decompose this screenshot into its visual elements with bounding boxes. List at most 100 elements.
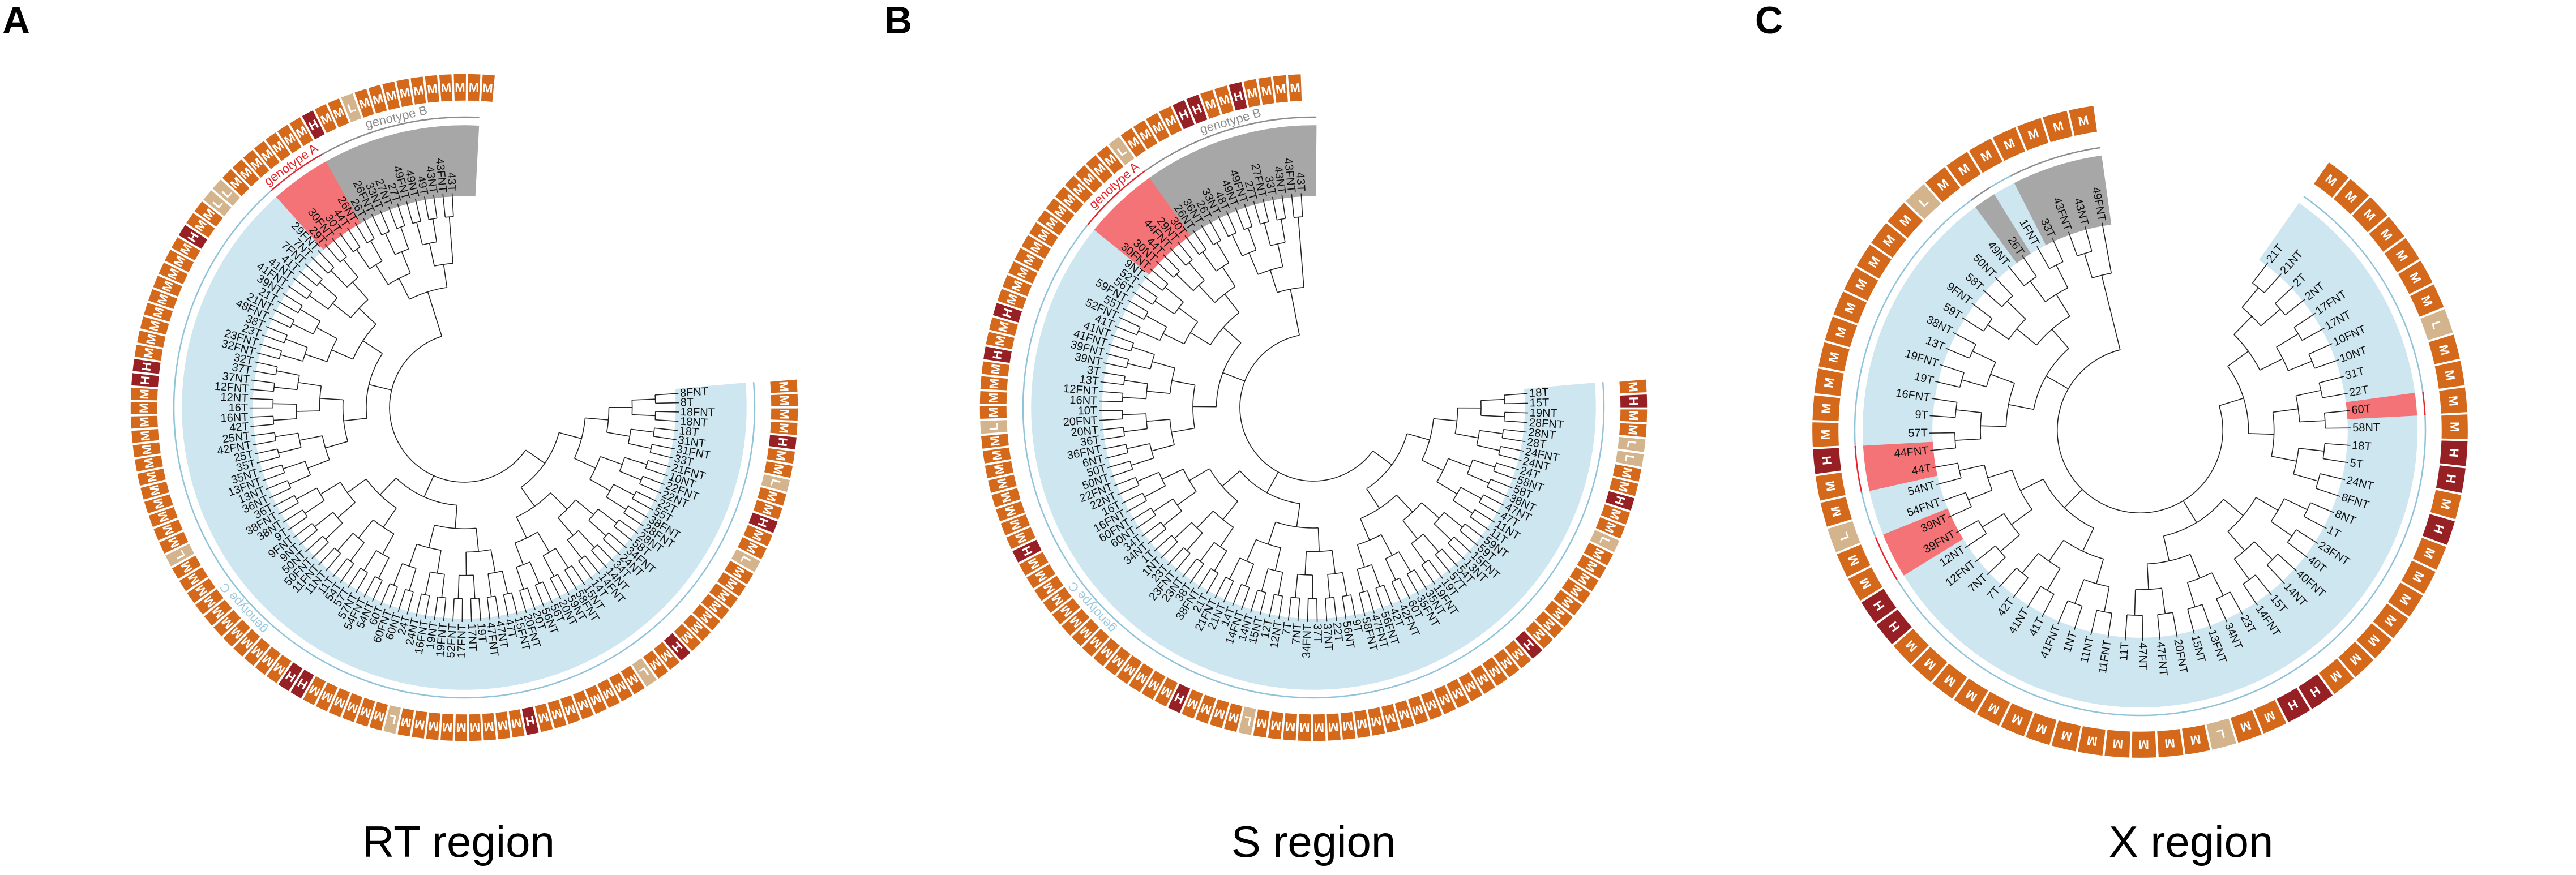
tree-branch xyxy=(251,379,275,384)
tree-branch xyxy=(1226,211,1237,233)
status-label: M xyxy=(2086,734,2098,749)
status-box xyxy=(2438,386,2468,415)
clade-band xyxy=(1091,538,1154,593)
clade-band xyxy=(674,425,746,444)
status-box xyxy=(673,623,702,653)
status-box xyxy=(1045,197,1076,226)
tip-label: 17FNT xyxy=(456,624,469,658)
clade-band xyxy=(443,618,458,690)
tree-branch xyxy=(1333,597,1337,621)
tree-branch xyxy=(1434,418,1457,422)
tree-arc xyxy=(2157,612,2173,615)
tree-branch xyxy=(1406,573,1419,595)
tree-branch xyxy=(1990,374,2015,384)
tree-arc xyxy=(2077,251,2092,256)
status-box xyxy=(1594,516,1627,540)
clade-band xyxy=(1975,194,2031,263)
clade-band xyxy=(185,353,257,376)
tree-branch xyxy=(379,478,397,495)
tree-branch xyxy=(1231,234,1243,256)
clade-band xyxy=(455,619,468,690)
clade-band xyxy=(563,589,608,657)
tree-arc xyxy=(322,435,330,460)
status-box xyxy=(381,80,401,111)
tree-branch xyxy=(287,285,307,299)
genotype-arc xyxy=(1989,175,2012,188)
tree-branch xyxy=(1961,379,1987,388)
status-box xyxy=(136,467,167,487)
tree-branch xyxy=(1167,547,1184,565)
clade-band xyxy=(185,439,257,463)
status-box xyxy=(242,148,271,179)
tree-branch xyxy=(1487,486,1509,497)
status-box xyxy=(1886,201,1924,239)
tree-branch xyxy=(451,193,454,217)
tree-arc xyxy=(1306,550,1333,552)
tree-arc xyxy=(2023,276,2037,286)
status-label: M xyxy=(137,389,152,400)
status-label: M xyxy=(2442,369,2458,381)
tree-branch xyxy=(1160,541,1178,559)
status-box xyxy=(222,618,252,648)
tree-branch xyxy=(2288,361,2312,371)
genotype-arc xyxy=(1087,170,1145,225)
tree-branch xyxy=(340,563,354,583)
tree-branch xyxy=(578,560,593,580)
status-box xyxy=(313,102,338,135)
clade-band xyxy=(1048,480,1119,517)
status-box xyxy=(982,447,1012,465)
tip-label: 12FNT xyxy=(214,380,250,396)
tree-arc xyxy=(645,460,649,469)
status-box xyxy=(2332,177,2370,216)
tree-arc xyxy=(1225,577,1234,582)
status-box xyxy=(1153,676,1179,708)
status-label: H xyxy=(775,437,790,447)
tip-label: 18T xyxy=(2351,439,2372,453)
tree-branch xyxy=(2284,298,2306,316)
status-label: L xyxy=(1624,440,1639,449)
status-label: M xyxy=(2438,497,2454,511)
clade-band xyxy=(305,167,353,233)
status-box xyxy=(1227,80,1248,112)
tree-branch xyxy=(1244,564,1255,586)
tree-branch xyxy=(2241,287,2259,308)
status-label: M xyxy=(773,449,789,462)
tree-branch xyxy=(655,402,679,404)
status-box xyxy=(147,288,178,310)
tree-branch xyxy=(1371,564,1380,587)
clade-band xyxy=(1499,499,1568,543)
status-box xyxy=(193,200,224,228)
tree-arc xyxy=(1328,572,1343,575)
clade-band xyxy=(1200,601,1239,672)
tree-arc xyxy=(306,291,313,299)
tree-branch xyxy=(542,555,555,577)
tree-branch xyxy=(1105,452,1128,459)
tree-branch xyxy=(1930,447,1956,451)
clade-band xyxy=(2035,165,2078,238)
tree-branch xyxy=(2322,393,2348,398)
tree-branch xyxy=(1126,500,1147,513)
status-box xyxy=(2205,717,2237,751)
clade-band xyxy=(393,131,421,203)
tree-branch xyxy=(427,291,443,337)
clade-band xyxy=(643,512,710,559)
tree-branch xyxy=(273,387,298,391)
status-box xyxy=(277,661,304,693)
status-box xyxy=(2368,216,2406,253)
tree-branch xyxy=(254,361,278,367)
tree-branch xyxy=(1277,243,1283,267)
tree-branch xyxy=(537,531,550,553)
tree-branch xyxy=(2299,448,2325,452)
tree-branch xyxy=(606,432,630,437)
tree-arc xyxy=(352,533,365,543)
tree-branch xyxy=(1124,428,1148,432)
tip-label: 13T xyxy=(1079,373,1099,388)
status-label: M xyxy=(1627,410,1641,421)
tree-arc xyxy=(1239,557,1254,565)
tree-branch xyxy=(1398,551,1411,572)
tree-branch xyxy=(648,460,671,467)
tree-branch xyxy=(1115,325,1137,336)
status-label: M xyxy=(2447,422,2462,432)
status-box xyxy=(1582,541,1615,567)
tree-arc xyxy=(632,491,637,499)
